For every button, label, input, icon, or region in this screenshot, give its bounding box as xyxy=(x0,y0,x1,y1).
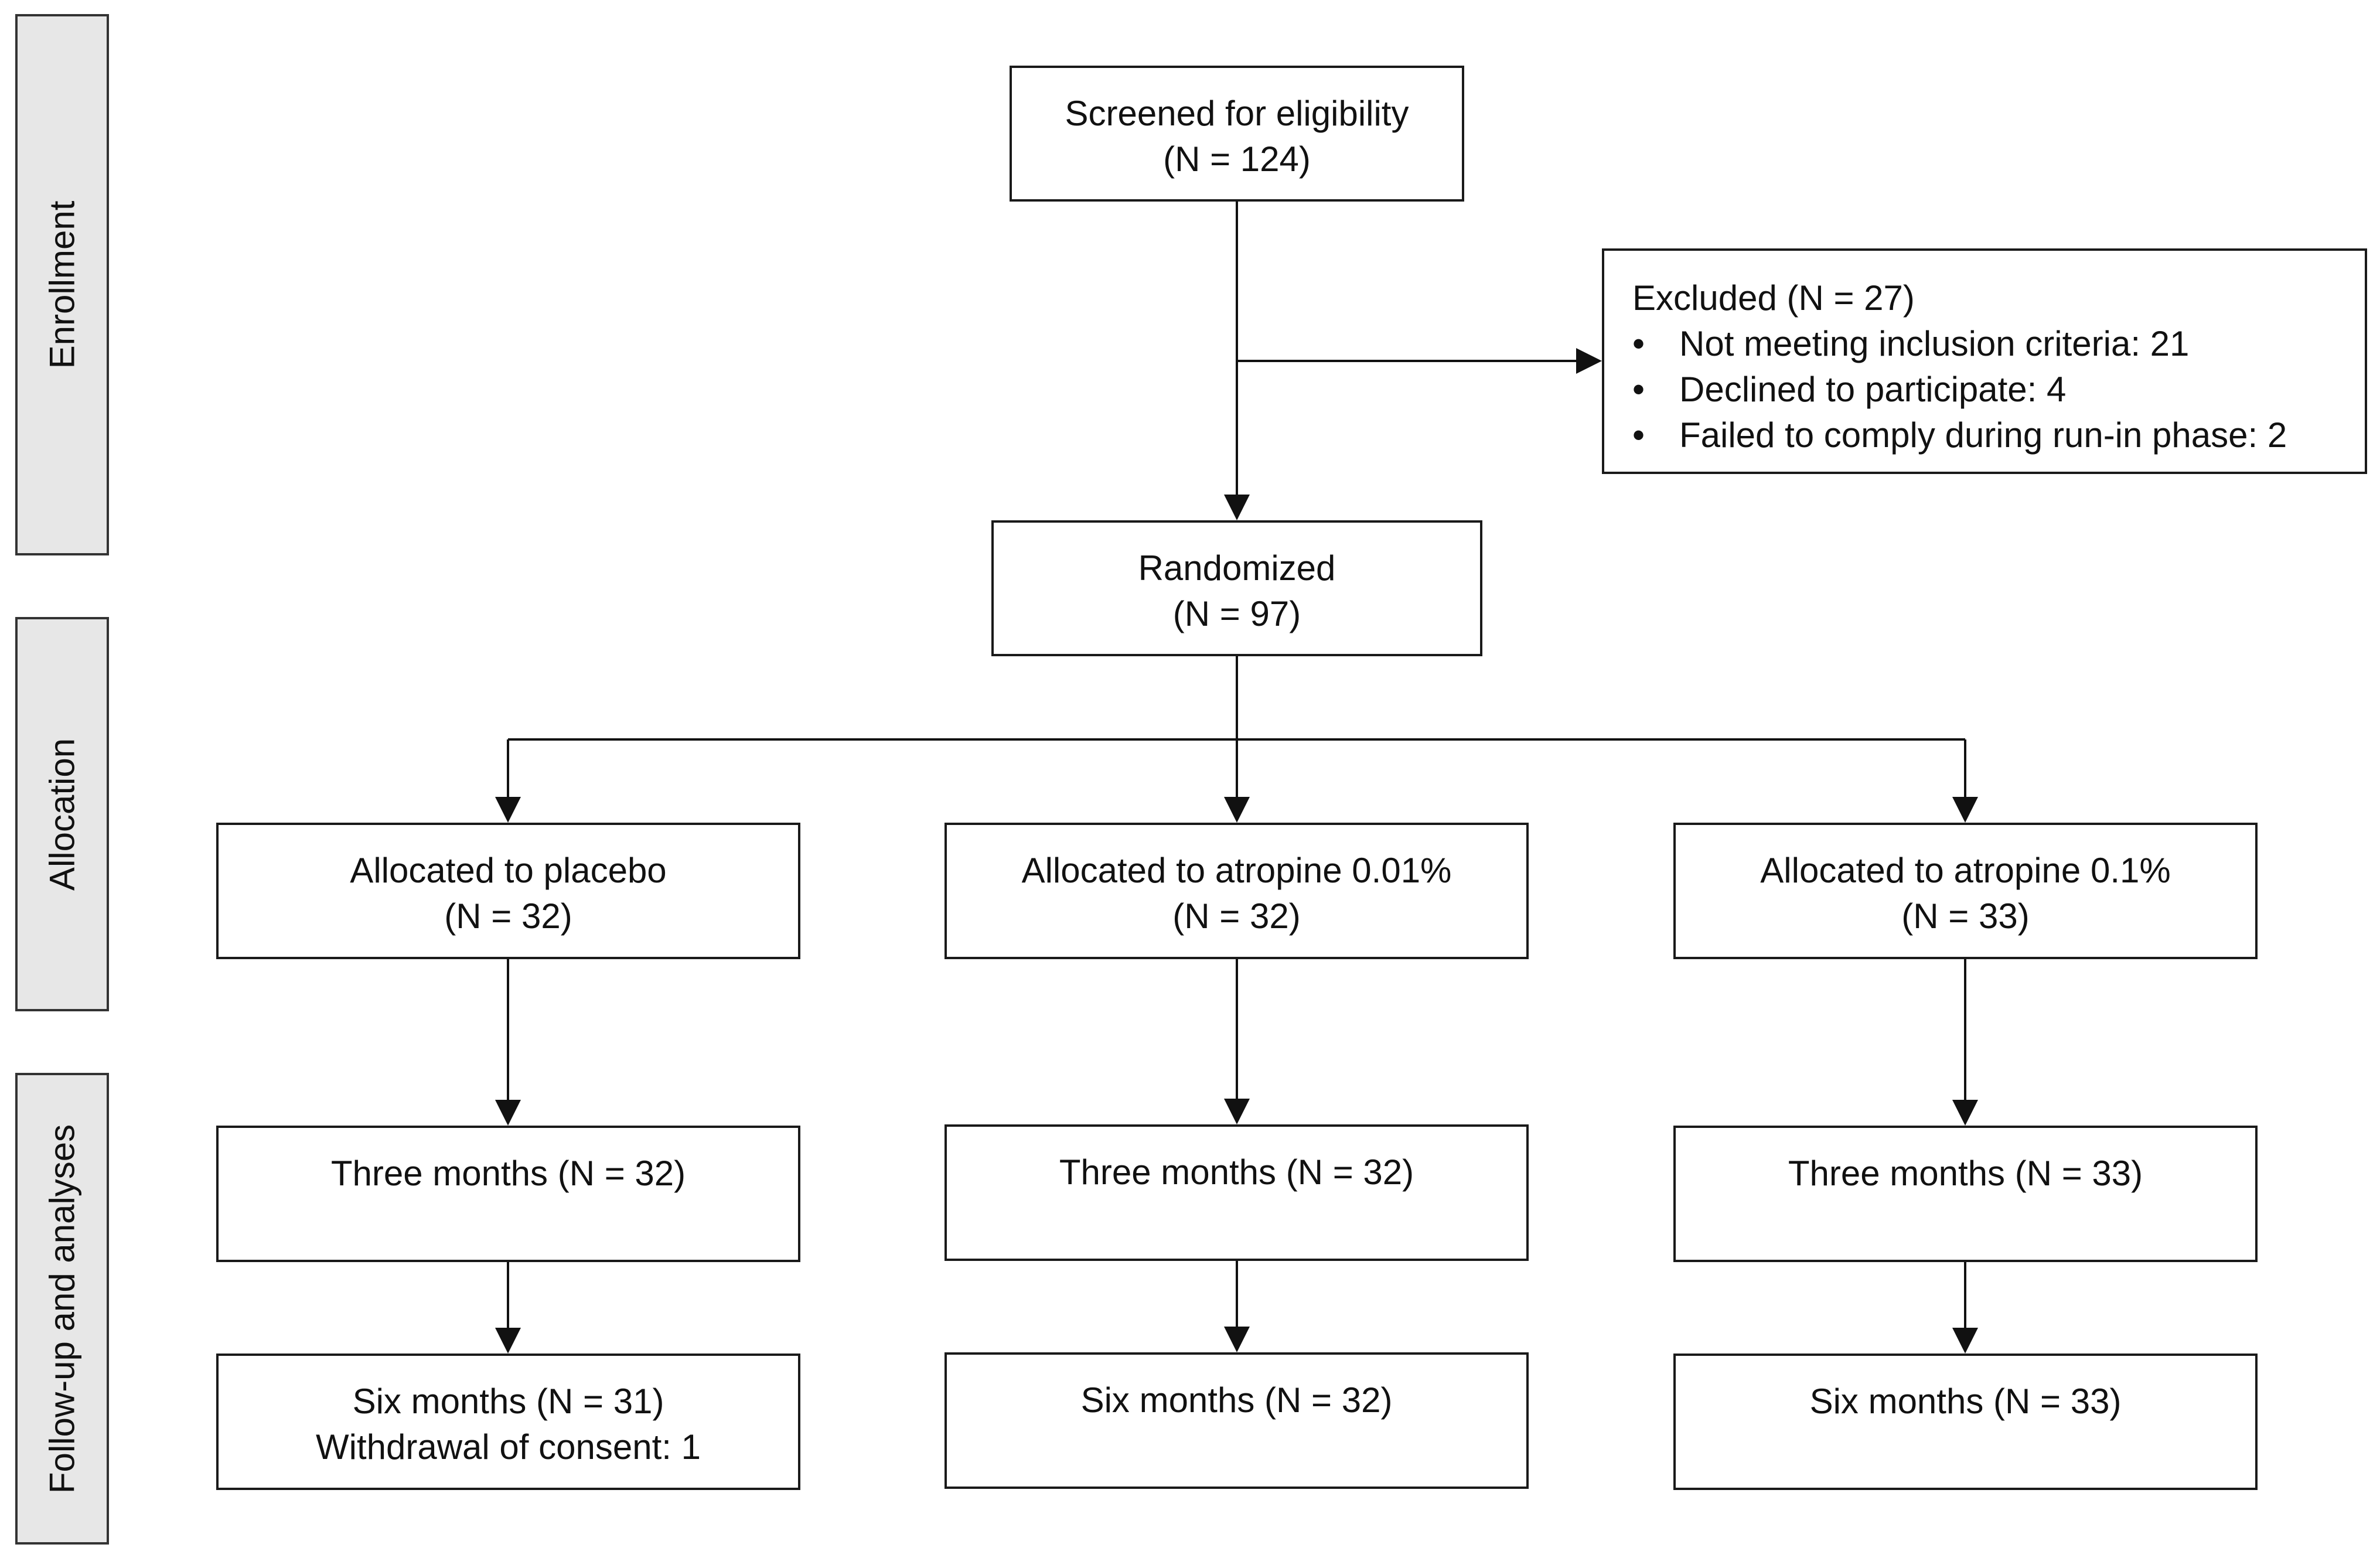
allocated-placebo-box: Allocated to placebo (N = 32) xyxy=(216,823,800,959)
stage-allocation: Allocation xyxy=(15,617,109,1011)
allocated-placebo-count: (N = 32) xyxy=(444,896,572,936)
allocated-atropine01-box: Allocated to atropine 0.1% (N = 33) xyxy=(1673,823,2258,959)
arrowhead-placebo xyxy=(495,797,521,823)
arrowhead-atropine01 xyxy=(1952,797,1978,823)
arrowhead-atropine01-6m xyxy=(1952,1328,1978,1354)
allocated-atropine01-label: Allocated to atropine 0.1% xyxy=(1760,851,2171,890)
excluded-title: Excluded (N = 27) xyxy=(1632,278,1915,318)
six-months-atropine001-label: Six months (N = 32) xyxy=(1080,1380,1393,1420)
excluded-reason: •Declined to participate: 4 xyxy=(1632,370,2067,409)
three-months-atropine01-box: Three months (N = 33) xyxy=(1673,1126,2258,1262)
excluded-box: Excluded (N = 27) •Not meeting inclusion… xyxy=(1602,248,2367,474)
six-months-atropine01-label: Six months (N = 33) xyxy=(1809,1382,2122,1421)
randomized-box: Randomized (N = 97) xyxy=(991,520,1482,656)
three-months-atropine01-label: Three months (N = 33) xyxy=(1788,1154,2143,1193)
three-months-placebo-box: Three months (N = 32) xyxy=(216,1126,800,1262)
six-months-atropine001-box: Six months (N = 32) xyxy=(945,1352,1529,1489)
allocated-atropine001-count: (N = 32) xyxy=(1172,896,1301,936)
three-months-atropine001-box: Three months (N = 32) xyxy=(945,1124,1529,1261)
stage-followup: Follow-up and analyses xyxy=(15,1073,109,1545)
excluded-reason: •Failed to comply during run-in phase: 2 xyxy=(1632,415,2287,455)
arrowhead-randomized xyxy=(1224,495,1250,520)
allocated-placebo-label: Allocated to placebo xyxy=(350,851,667,890)
arrowhead-excluded xyxy=(1576,348,1602,374)
arrowhead-placebo-6m xyxy=(495,1328,521,1354)
randomized-count: (N = 97) xyxy=(1172,594,1301,633)
allocated-atropine01-count: (N = 33) xyxy=(1901,896,2030,936)
randomized-label: Randomized xyxy=(1138,548,1336,588)
allocated-atropine001-label: Allocated to atropine 0.01% xyxy=(1021,851,1452,890)
screened-count: (N = 124) xyxy=(1163,139,1311,179)
arrowhead-atropine001-6m xyxy=(1224,1327,1250,1352)
screened-box: Screened for eligibility (N = 124) xyxy=(1010,66,1464,202)
stage-enrollment: Enrollment xyxy=(15,14,109,555)
screened-label: Screened for eligibility xyxy=(1065,94,1409,133)
six-months-atropine01-box: Six months (N = 33) xyxy=(1673,1354,2258,1490)
three-months-atropine001-label: Three months (N = 32) xyxy=(1059,1153,1414,1192)
arrowhead-atropine001 xyxy=(1224,797,1250,823)
arrowhead-atropine001-3m xyxy=(1224,1099,1250,1124)
six-months-placebo-label: Six months (N = 31) xyxy=(352,1382,664,1421)
arrowhead-placebo-3m xyxy=(495,1100,521,1126)
excluded-reasons: •Not meeting inclusion criteria: 21 •Dec… xyxy=(1632,321,2365,458)
excluded-reason: •Not meeting inclusion criteria: 21 xyxy=(1632,324,2190,363)
arrowhead-atropine01-3m xyxy=(1952,1100,1978,1126)
six-months-placebo-box: Six months (N = 31) Withdrawal of consen… xyxy=(216,1354,800,1490)
allocated-atropine001-box: Allocated to atropine 0.01% (N = 32) xyxy=(945,823,1529,959)
six-months-placebo-note: Withdrawal of consent: 1 xyxy=(316,1427,701,1467)
three-months-placebo-label: Three months (N = 32) xyxy=(330,1154,686,1193)
